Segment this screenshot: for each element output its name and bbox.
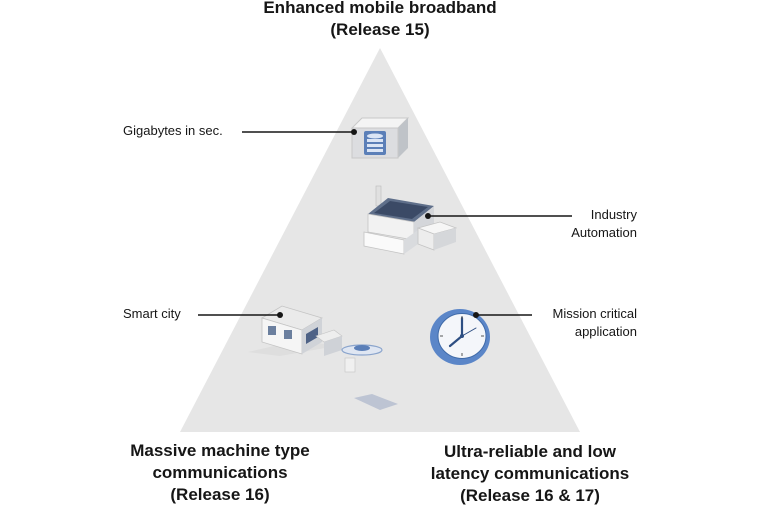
callout-industry-automation: Industry Automation [571, 206, 637, 242]
drone-icon [341, 344, 398, 410]
callout-gigabytes-text: Gigabytes in sec. [123, 123, 223, 138]
callout-smart-city: Smart city [123, 305, 181, 323]
callout-smart-city-text: Smart city [123, 306, 181, 321]
clock-icon [430, 309, 490, 365]
leader-mission [473, 312, 532, 318]
callout-industry-line2: Automation [571, 225, 637, 240]
callout-mission-line1: Mission critical [552, 306, 637, 321]
bottom-right-line1: Ultra-reliable and low [444, 442, 616, 461]
bottom-left-line3: (Release 16) [170, 485, 270, 504]
leader-smart-city [198, 312, 283, 318]
top-vertex-line2: (Release 15) [330, 20, 430, 39]
callout-industry-line1: Industry [590, 207, 637, 222]
bottom-right-line2: latency communications [430, 464, 630, 483]
top-vertex-heading: Enhanced mobile broadband (Release 15) [180, 0, 580, 41]
storage-cube-icon [350, 117, 410, 159]
leader-gigabytes [242, 129, 357, 135]
bottom-left-line1: Massive machine type [130, 441, 310, 460]
callout-gigabytes: Gigabytes in sec. [123, 122, 223, 140]
bottom-right-vertex-heading: Ultra-reliable and low latency communica… [400, 441, 660, 507]
bottom-left-line2: communications [152, 463, 288, 482]
bottom-left-vertex-heading: Massive machine type communications (Rel… [90, 440, 350, 506]
house-icon [248, 305, 343, 356]
leader-industry [425, 213, 572, 219]
callout-mission-line2: application [574, 324, 637, 339]
factory-icon [363, 185, 458, 255]
bottom-right-line3: (Release 16 & 17) [460, 486, 600, 505]
callout-mission-critical: Mission critical application [552, 305, 637, 341]
top-vertex-line1: Enhanced mobile broadband [263, 0, 497, 17]
